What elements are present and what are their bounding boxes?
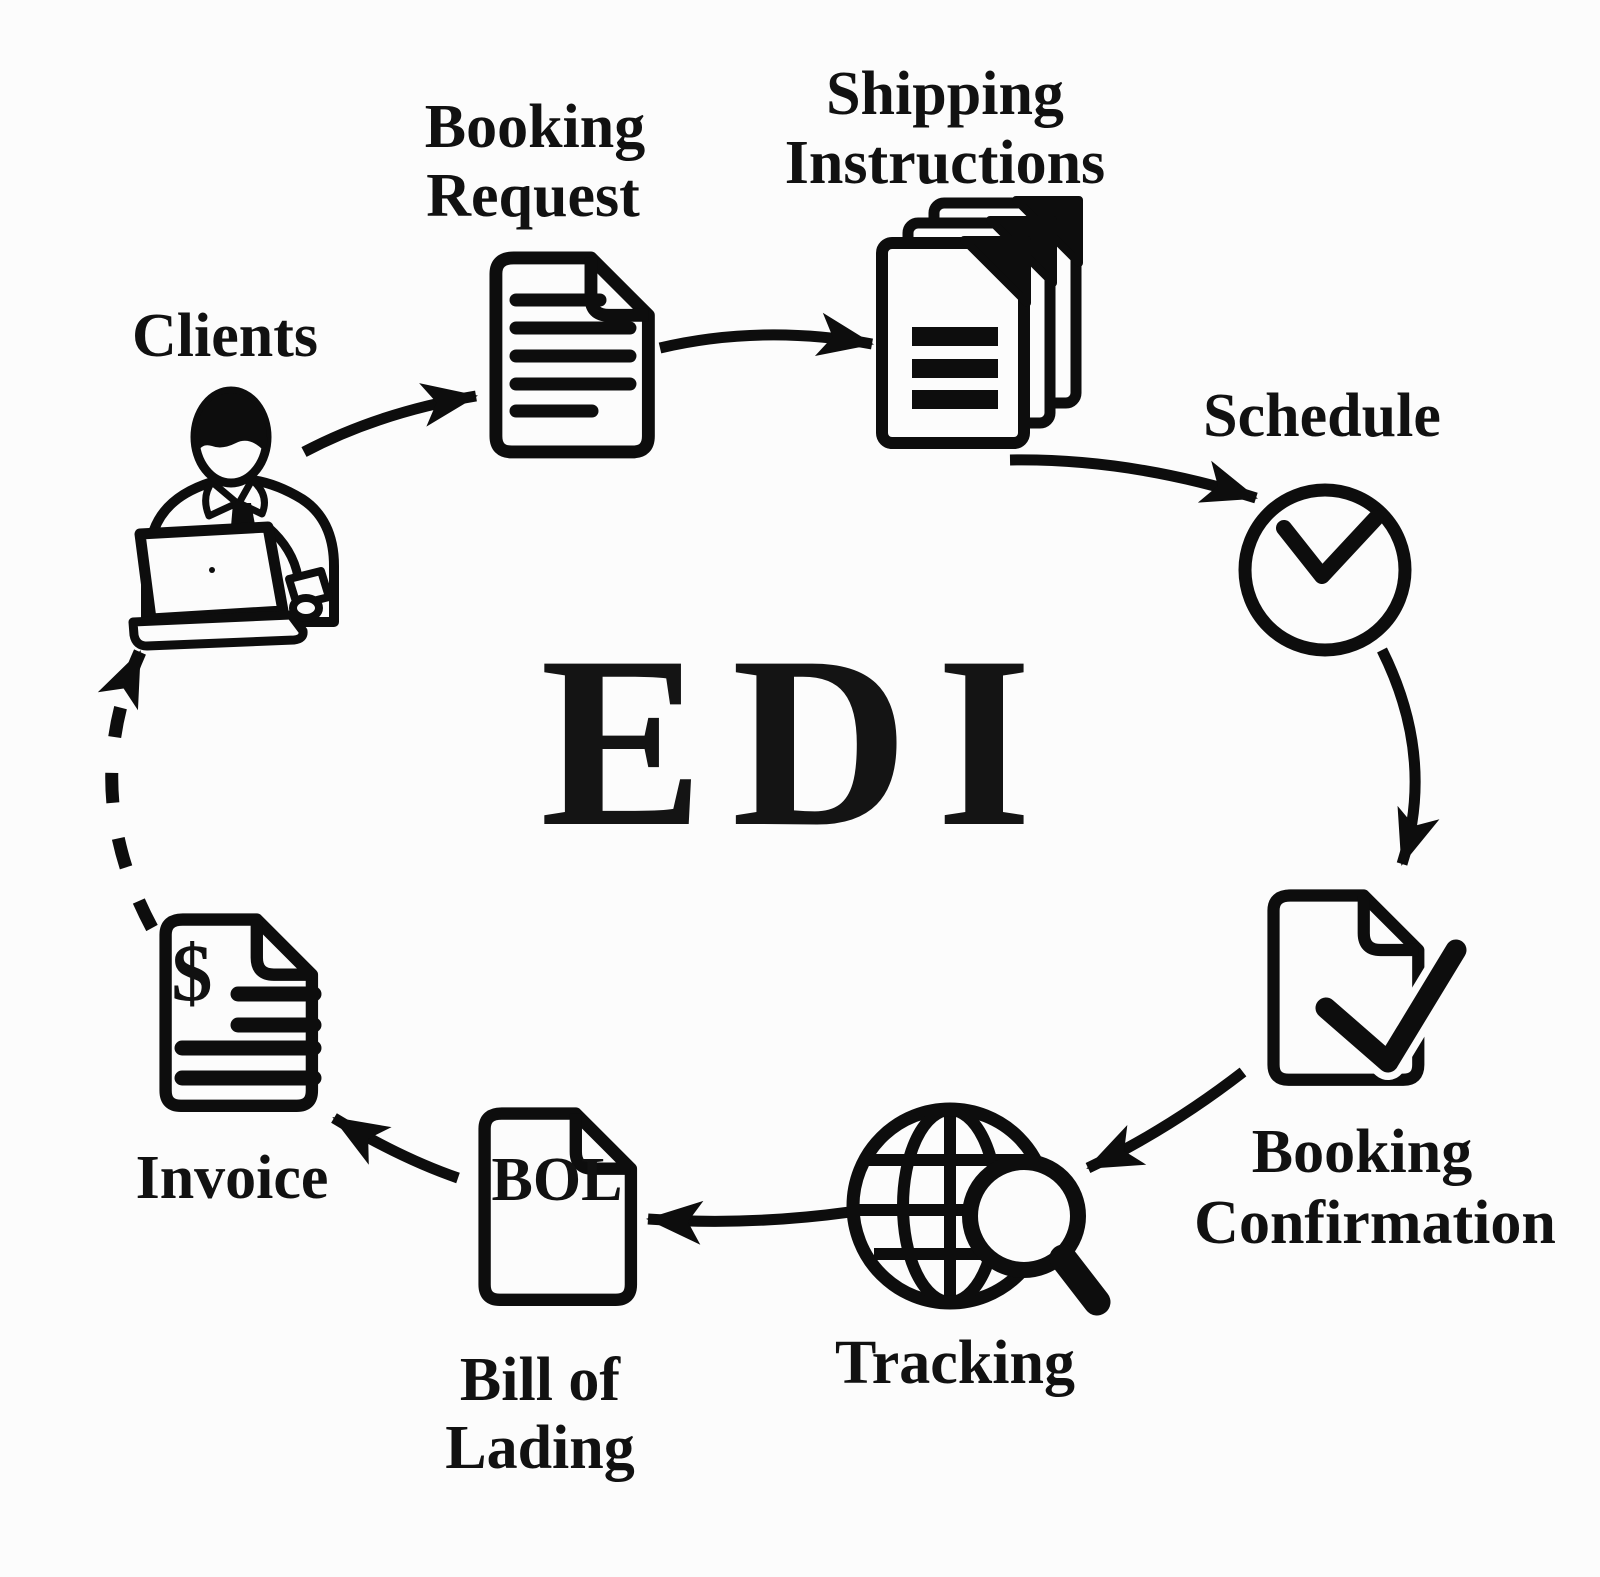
person-hair [194,392,268,452]
globe-magnifier-icon [846,1102,1111,1316]
flow-arrows [97,312,1440,1245]
clock-check-icon [1238,483,1412,657]
arrow-booking-request-to-shipping-instructions [658,312,874,356]
arrow-shipping-instructions-to-schedule [1009,454,1258,504]
label-shipping-instructions-line1: Shipping [826,60,1064,128]
person-at-laptop-icon [128,386,339,651]
document-icon [496,258,648,452]
label-shipping-instructions-line2: Instructions [785,129,1105,197]
magnifier-lens [962,1154,1086,1278]
label-bill-of-lading-line1: Bill of [460,1346,622,1414]
confirmation-checkmark [1315,939,1467,1073]
label-bill-of-lading-line2: Lading [445,1414,635,1482]
person-hand [289,594,323,622]
label-booking-request-line1: Booking [425,93,646,161]
bol-doc-text: BOL [492,1146,623,1214]
edi-center-title: EDI [540,606,1060,877]
arrow-bol-to-invoice [331,1113,460,1184]
arrow-clients-to-booking-request [301,383,478,457]
invoice-document-icon: $ [166,920,322,1106]
label-invoice: Invoice [136,1144,329,1212]
arrow-invoice-to-clients-dashed [97,649,158,932]
arrow-tracking-to-bol [646,1200,851,1245]
label-booking-confirmation-line2: Confirmation [1194,1189,1556,1257]
magnifier-handle [1049,1244,1111,1316]
document-checkmark-icon [1274,896,1474,1080]
laptop-logo-dot [209,567,215,573]
arrow-booking-confirmation-to-tracking [1085,1067,1247,1173]
label-booking-confirmation-line1: Booking [1252,1118,1473,1186]
document-stack-icon [876,196,1083,449]
laptop-base [128,610,308,651]
clock-hands [1276,510,1384,584]
label-booking-request-line2: Request [426,162,640,230]
person-collar-left [202,478,241,520]
label-schedule: Schedule [1203,382,1441,450]
arrow-schedule-to-booking-confirmation [1377,647,1440,866]
laptop-screen [134,521,289,625]
label-tracking: Tracking [835,1329,1075,1397]
invoice-dollar-sign: $ [172,927,213,1018]
bol-document-icon: BOL [485,1114,631,1300]
label-clients: Clients [132,302,318,370]
